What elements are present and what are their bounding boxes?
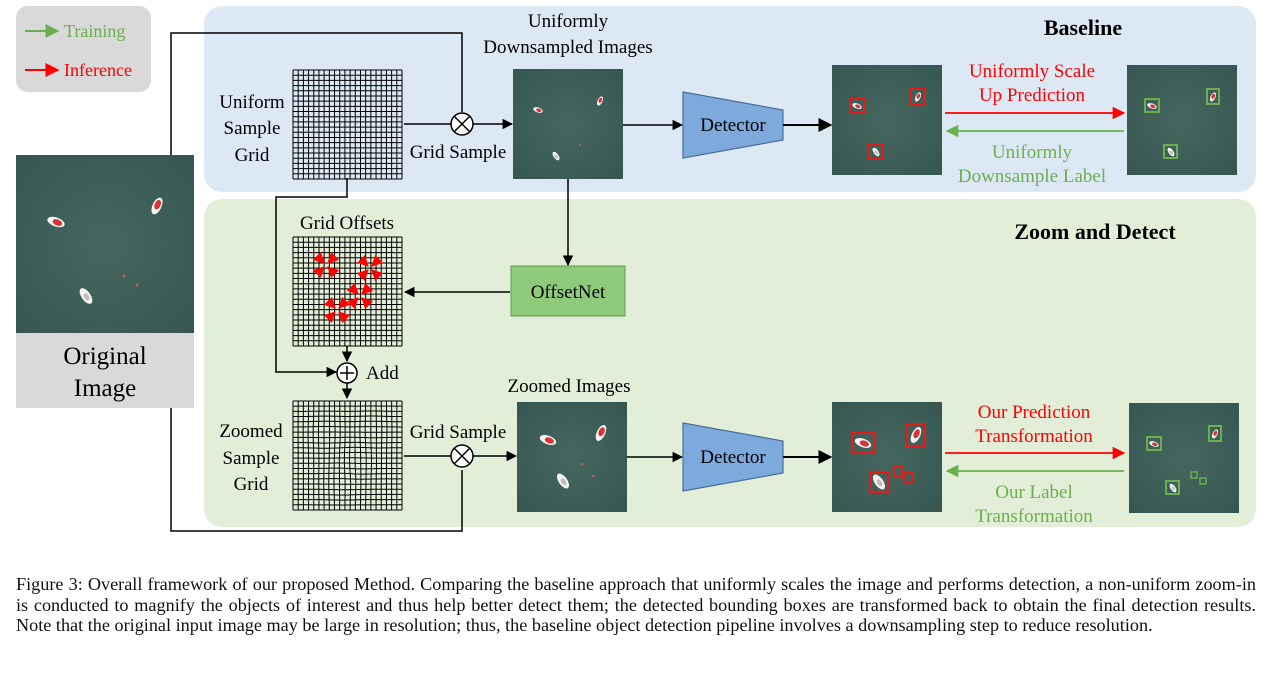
grid-offsets-label: Grid Offsets bbox=[300, 213, 394, 234]
prediction-transform-label-2: Transformation bbox=[975, 426, 1093, 447]
zoomed-grid-label-3: Grid bbox=[234, 474, 269, 495]
original-label-line1: Original bbox=[63, 343, 146, 370]
original-image bbox=[16, 155, 194, 333]
baseline-title: Baseline bbox=[1044, 15, 1122, 40]
baseline-panel bbox=[204, 6, 1256, 192]
uniform-sample-grid bbox=[292, 69, 403, 180]
baseline-prediction-image bbox=[832, 65, 942, 175]
label-transform-label-2: Transformation bbox=[975, 506, 1093, 527]
scale-up-label-2: Up Prediction bbox=[979, 85, 1086, 106]
framework-diagram: Training Inference Original Image Unifor… bbox=[16, 6, 1256, 532]
zoom-prediction-image bbox=[832, 402, 942, 512]
legend-inference: Inference bbox=[64, 60, 132, 80]
original-label-panel bbox=[16, 333, 194, 408]
offsetnet-box bbox=[510, 265, 626, 317]
zoomed-sample-grid bbox=[292, 400, 403, 511]
downsample-label-1: Uniformly bbox=[992, 142, 1073, 163]
prediction-transform-label-1: Our Prediction bbox=[978, 402, 1091, 423]
legend-training: Training bbox=[64, 21, 125, 41]
detector-label-baseline: Detector bbox=[700, 115, 766, 136]
baseline-label-image bbox=[1127, 65, 1237, 175]
add-label: Add bbox=[366, 363, 399, 384]
grid-sample-label-baseline: Grid Sample bbox=[410, 142, 507, 163]
downsampled-label-2: Downsampled Images bbox=[483, 37, 652, 58]
downsampled-label-1: Uniformly bbox=[528, 11, 609, 32]
uniform-grid-label-1: Uniform bbox=[219, 92, 285, 113]
grid-sample-label-zoom: Grid Sample bbox=[410, 422, 507, 443]
detector-zoom bbox=[682, 422, 784, 492]
zoomed-grid-label-2: Sample bbox=[223, 448, 280, 469]
grid-offset-arrows bbox=[312, 251, 384, 324]
zoomed-image bbox=[517, 402, 627, 512]
zoom-label-image bbox=[1129, 403, 1239, 513]
downsampled-image bbox=[513, 69, 623, 179]
zoom-title: Zoom and Detect bbox=[1014, 219, 1176, 244]
zoom-panel bbox=[204, 199, 1256, 527]
uniform-grid-to-add bbox=[275, 178, 348, 378]
zoomed-images-label: Zoomed Images bbox=[508, 376, 631, 397]
offsetnet-label: OffsetNet bbox=[531, 282, 606, 303]
add-op bbox=[336, 362, 358, 384]
original-label-line2: Image bbox=[74, 375, 136, 402]
uniform-grid-label-2: Sample bbox=[224, 118, 281, 139]
original-to-zoom-sample bbox=[170, 408, 463, 532]
detector-label-zoom: Detector bbox=[700, 447, 766, 468]
detector-baseline bbox=[682, 91, 784, 159]
grid-sample-op-zoom bbox=[450, 444, 474, 468]
uniform-grid-label-3: Grid bbox=[235, 145, 270, 166]
label-transform-label-1: Our Label bbox=[995, 482, 1073, 503]
original-to-baseline-sample bbox=[170, 32, 463, 155]
scale-up-label-1: Uniformly Scale bbox=[969, 61, 1095, 82]
zoomed-grid-label-1: Zoomed bbox=[219, 421, 283, 442]
grid-sample-op-baseline bbox=[450, 112, 474, 136]
downsample-label-2: Downsample Label bbox=[958, 166, 1106, 187]
figure-caption: Figure 3: Overall framework of our propo… bbox=[16, 574, 1256, 636]
